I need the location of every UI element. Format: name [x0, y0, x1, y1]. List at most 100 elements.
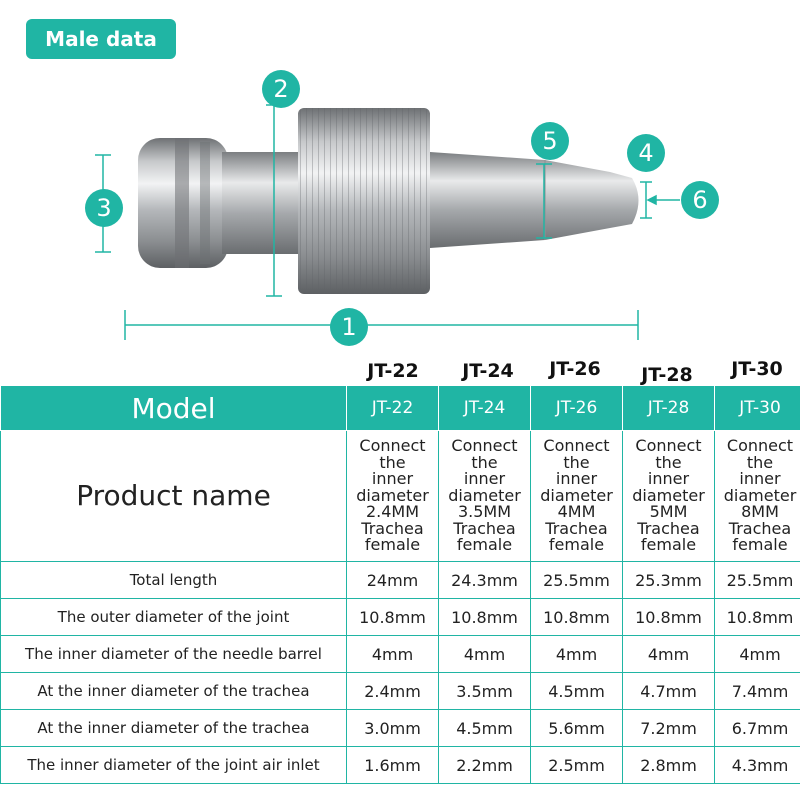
table-row: The inner diameter of the joint air inle… — [0, 746, 800, 784]
product-name-line: female — [548, 535, 605, 555]
product-name-line: the — [379, 452, 406, 472]
model-code-label: JT-28 — [641, 364, 693, 386]
table-cell: 10.8mm — [346, 598, 439, 636]
product-name-line: Trachea — [361, 518, 424, 538]
table-cell: 1.6mm — [346, 746, 439, 784]
model-header-cell: JT-30 — [714, 385, 800, 431]
model-header-cell: JT-26 — [530, 385, 623, 431]
product-name-line: diameter — [540, 485, 613, 505]
product-name-line: Trachea — [728, 518, 792, 538]
row-label: The outer diameter of the joint — [0, 598, 347, 636]
product-name-line: female — [640, 535, 697, 555]
product-name-line: 8MM — [741, 502, 779, 522]
product-name-line: the — [655, 452, 682, 472]
model-header-cell: JT-28 — [622, 385, 715, 431]
table-cell: 3.0mm — [346, 709, 439, 747]
product-name-line: Connect — [635, 436, 702, 456]
product-name-line: female — [456, 535, 513, 555]
table-cell: 25.5mm — [714, 561, 800, 599]
table-cell: 3.5mm — [438, 672, 531, 710]
table-cell: 4mm — [530, 635, 623, 673]
table-cell: 2.2mm — [438, 746, 531, 784]
product-name-line: inner — [371, 469, 414, 489]
product-name-line: Connect — [726, 436, 794, 456]
product-name-line: female — [364, 535, 421, 555]
product-name-label-text: Product name — [76, 479, 271, 512]
model-code-label: JT-22 — [367, 360, 419, 382]
spec-table: Model JT-22 JT-24 JT-26 JT-28 JT-30 Prod… — [0, 385, 800, 784]
table-cell: 4mm — [714, 635, 800, 673]
table-cell: 7.4mm — [714, 672, 800, 710]
product-name-line: Connect — [543, 436, 610, 456]
product-name-line: 4MM — [557, 502, 596, 522]
product-name-line: Trachea — [637, 518, 700, 538]
product-name-line: the — [746, 452, 774, 472]
product-name-line: Connect — [359, 436, 426, 456]
table-cell: 24.3mm — [438, 561, 531, 599]
row-label: Total length — [0, 561, 347, 599]
product-name-line: inner — [647, 469, 690, 489]
table-cell: 4.5mm — [530, 672, 623, 710]
row-label: The inner diameter of the needle barrel — [0, 635, 347, 673]
product-name-line: Trachea — [545, 518, 608, 538]
knurled-collar — [298, 108, 430, 294]
callout-4: 4 — [627, 134, 665, 172]
model-code-label: JT-26 — [549, 358, 601, 380]
model-header-cell: JT-24 — [438, 385, 531, 431]
section-badge: Male data — [26, 19, 176, 59]
row-label: At the inner diameter of the trachea — [0, 709, 347, 747]
product-name-line: Connect — [451, 436, 518, 456]
table-cell: 6.7mm — [714, 709, 800, 747]
nozzle-part — [430, 152, 639, 248]
table-cell: 10.8mm — [622, 598, 715, 636]
table-cell: 5.6mm — [530, 709, 623, 747]
table-cell: 2.8mm — [622, 746, 715, 784]
model-header-cell: JT-22 — [346, 385, 439, 431]
product-name-label: Product name — [0, 430, 347, 562]
callout-5: 5 — [531, 122, 569, 160]
header-label: Model — [0, 385, 347, 431]
flange-part — [138, 138, 228, 268]
table-cell: 10.8mm — [438, 598, 531, 636]
table-cell: 2.4mm — [346, 672, 439, 710]
product-name-line: inner — [463, 469, 506, 489]
table-cell: 24mm — [346, 561, 439, 599]
product-name-line: inner — [739, 469, 781, 489]
product-name-line: diameter — [356, 485, 429, 505]
product-name-line: female — [732, 535, 788, 555]
table-cell: 7.2mm — [622, 709, 715, 747]
table-header-row: Model JT-22 JT-24 JT-26 JT-28 JT-30 — [0, 385, 800, 431]
table-cell: 25.5mm — [530, 561, 623, 599]
table-cell: 10.8mm — [530, 598, 623, 636]
model-code-label: JT-24 — [462, 360, 514, 382]
table-cell: 4.3mm — [714, 746, 800, 784]
connector-illustration — [95, 104, 680, 340]
table-cell: 4mm — [622, 635, 715, 673]
callout-2: 2 — [262, 70, 300, 108]
table-cell: 2.5mm — [530, 746, 623, 784]
table-cell: 4.5mm — [438, 709, 531, 747]
callout-1: 1 — [330, 308, 368, 346]
product-name-line: diameter — [632, 485, 705, 505]
model-code-label: JT-30 — [731, 358, 783, 380]
table-cell: 4mm — [438, 635, 531, 673]
callout-6: 6 — [681, 181, 719, 219]
table-cell: 4.7mm — [622, 672, 715, 710]
product-name-line: the — [471, 452, 498, 472]
callout-3: 3 — [85, 189, 123, 227]
product-name-line: diameter — [723, 485, 797, 505]
product-name-line: inner — [555, 469, 598, 489]
product-name-line: the — [563, 452, 590, 472]
table-cell: 4mm — [346, 635, 439, 673]
